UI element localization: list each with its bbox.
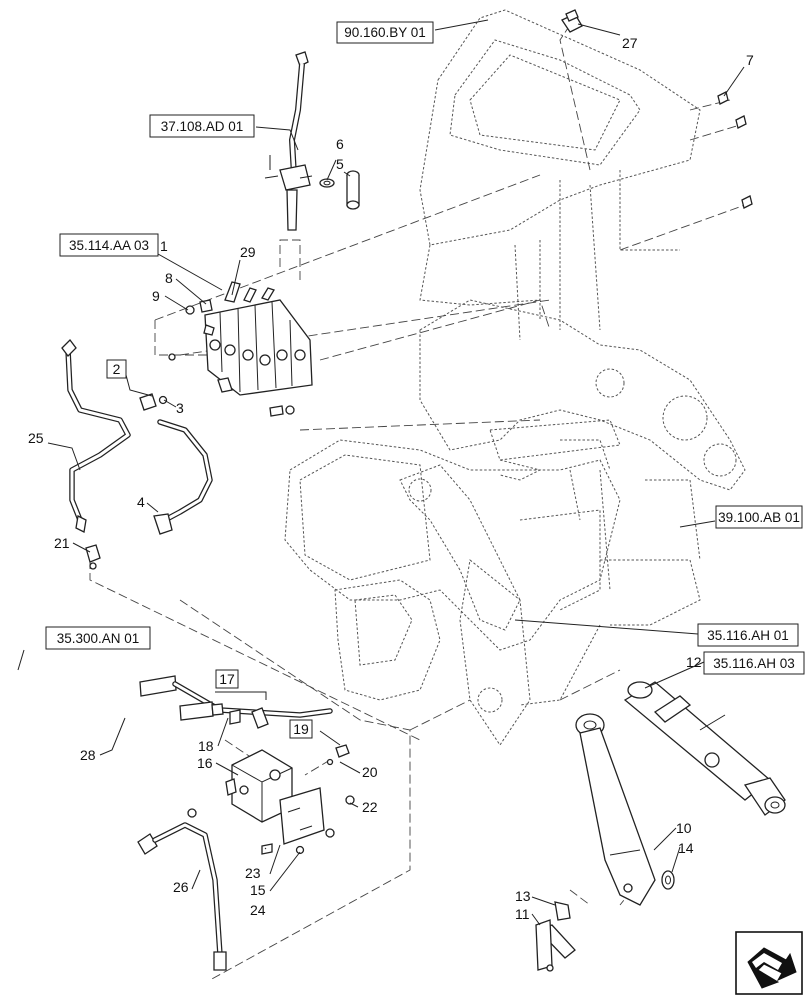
fitting-part-3 [139, 393, 168, 411]
callout-10: 10 [676, 820, 692, 836]
switch-part-27 [561, 9, 583, 33]
sleeve-part-5 [346, 170, 360, 210]
callout-20: 20 [362, 764, 378, 780]
callout-23: 23 [245, 865, 261, 881]
washer-part-14 [661, 870, 675, 890]
ref-box-39-100[interactable]: 39.100.AB 01 [715, 505, 803, 529]
callout-5: 5 [336, 156, 344, 172]
callout-4: 4 [137, 494, 145, 510]
ref-box-90-160[interactable]: 90.160.BY 01 [336, 21, 434, 44]
ref-box-35-300[interactable]: 35.300.AN 01 [45, 626, 151, 650]
bracket-part-15 [261, 787, 355, 855]
callout-29: 29 [240, 244, 256, 260]
boxed-callout-2: 2 [106, 359, 127, 379]
fitting-part-17 [229, 707, 269, 729]
callout-15: 15 [250, 882, 266, 898]
ref-text: 90.160.BY 01 [344, 25, 426, 40]
callout-11: 11 [515, 906, 530, 922]
next-page-arrow-icon[interactable] [735, 931, 803, 995]
callout-21: 21 [54, 535, 70, 551]
boxed-callout-17: 17 [215, 669, 239, 689]
boxed-callout-19: 19 [289, 719, 313, 739]
ref-box-35-116-03[interactable]: 35.116.AH 03 [703, 651, 805, 675]
leader-lines [17, 19, 745, 926]
clip-part-13 [554, 901, 571, 921]
ref-text: 35.114.AA 03 [69, 238, 149, 253]
ref-text: 37.108.AD 01 [161, 119, 244, 134]
callout-14: 14 [678, 840, 694, 856]
hose-26 [137, 808, 227, 971]
ref-text: 35.116.AH 01 [707, 628, 789, 643]
callout-13: 13 [515, 888, 531, 904]
callout-26: 26 [173, 879, 189, 895]
ref-text: 39.100.AB 01 [718, 510, 800, 525]
callout-28: 28 [80, 747, 96, 763]
callout-8: 8 [165, 270, 173, 286]
callout-6: 6 [336, 136, 344, 152]
callout-9: 9 [152, 288, 160, 304]
assembly-guide-lines [89, 24, 746, 981]
pin-part-11 [535, 919, 576, 972]
ref-box-35-116-01[interactable]: 35.116.AH 01 [697, 623, 799, 647]
callout-12: 12 [686, 654, 702, 670]
ref-text: 35.300.AN 01 [57, 631, 140, 646]
fitting-part-19 [326, 744, 350, 766]
bolts-part-7 [717, 91, 753, 209]
lift-cylinder [623, 681, 786, 816]
link-arm [575, 713, 656, 906]
washer-part-6 [319, 178, 335, 188]
ref-text: 35.116.AH 03 [713, 656, 795, 671]
callout-text: 2 [113, 361, 121, 377]
ref-box-35-114[interactable]: 35.114.AA 03 [59, 233, 159, 257]
ref-box-37-108[interactable]: 37.108.AD 01 [149, 114, 255, 138]
callout-27: 27 [622, 35, 638, 51]
control-valve [168, 281, 313, 417]
hose-25 [61, 339, 131, 533]
hose-4 [153, 419, 213, 535]
callout-text: 17 [219, 671, 235, 687]
callout-18: 18 [198, 738, 214, 754]
callout-16: 16 [197, 755, 213, 771]
loader-frame [284, 9, 746, 746]
control-lever [264, 51, 313, 231]
callout-24: 24 [250, 902, 266, 918]
callout-text: 19 [293, 721, 309, 737]
callout-7: 7 [746, 52, 754, 68]
callout-3: 3 [176, 400, 184, 416]
callout-25: 25 [28, 430, 44, 446]
callout-1: 1 [160, 238, 168, 254]
callout-22: 22 [362, 799, 378, 815]
callout-labels: 1 3 4 5 6 7 8 9 10 11 12 13 14 15 16 18 … [28, 35, 754, 922]
fitting-part-21 [85, 544, 101, 570]
